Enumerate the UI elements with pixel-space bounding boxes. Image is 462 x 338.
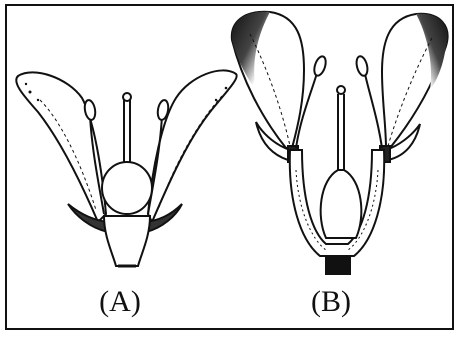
flower-b bbox=[232, 12, 448, 274]
stamen-b-right bbox=[364, 70, 382, 148]
thalamus-a bbox=[104, 216, 150, 266]
pedicel-b bbox=[326, 256, 350, 274]
style-a bbox=[124, 100, 130, 165]
label-a: (A) bbox=[80, 285, 160, 319]
flower-a bbox=[16, 70, 236, 266]
style-b bbox=[338, 94, 344, 170]
petal-a-right bbox=[148, 70, 237, 222]
ovary-b bbox=[321, 170, 362, 238]
ovary-a bbox=[102, 162, 152, 214]
label-b: (B) bbox=[291, 285, 371, 319]
